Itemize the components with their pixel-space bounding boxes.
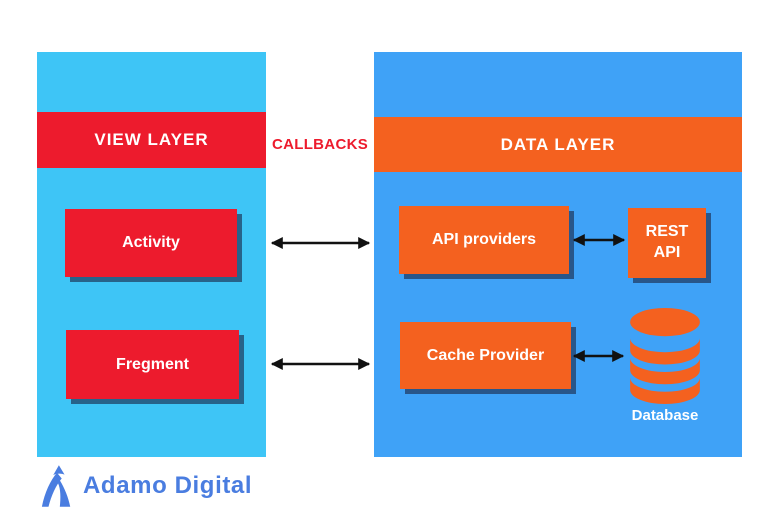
data-layer-header: DATA LAYER bbox=[374, 117, 742, 172]
fregment-node: Fregment bbox=[66, 330, 239, 399]
adamo-logo-icon bbox=[41, 465, 71, 507]
data-layer-title: DATA LAYER bbox=[500, 134, 616, 154]
activity-node: Activity bbox=[65, 209, 237, 277]
brand-name: Adamo Digital bbox=[83, 472, 253, 499]
cache-provider-node: Cache Provider bbox=[400, 322, 571, 389]
api-providers-node: API providers bbox=[399, 206, 569, 274]
view-layer-title: VIEW LAYER bbox=[94, 130, 209, 149]
brand-logo: Adamo Digital bbox=[40, 463, 252, 509]
rest-api-node: REST API bbox=[628, 208, 706, 278]
data-layer-panel: DATA LAYER API providers REST API Cache … bbox=[374, 52, 742, 457]
database-label: Database bbox=[631, 407, 699, 424]
view-layer-panel: VIEW LAYER Activity Fregment bbox=[37, 52, 266, 457]
database-icon bbox=[630, 307, 700, 405]
view-layer-header: VIEW LAYER bbox=[37, 112, 266, 168]
callbacks-label: CALLBACKS bbox=[271, 136, 369, 153]
